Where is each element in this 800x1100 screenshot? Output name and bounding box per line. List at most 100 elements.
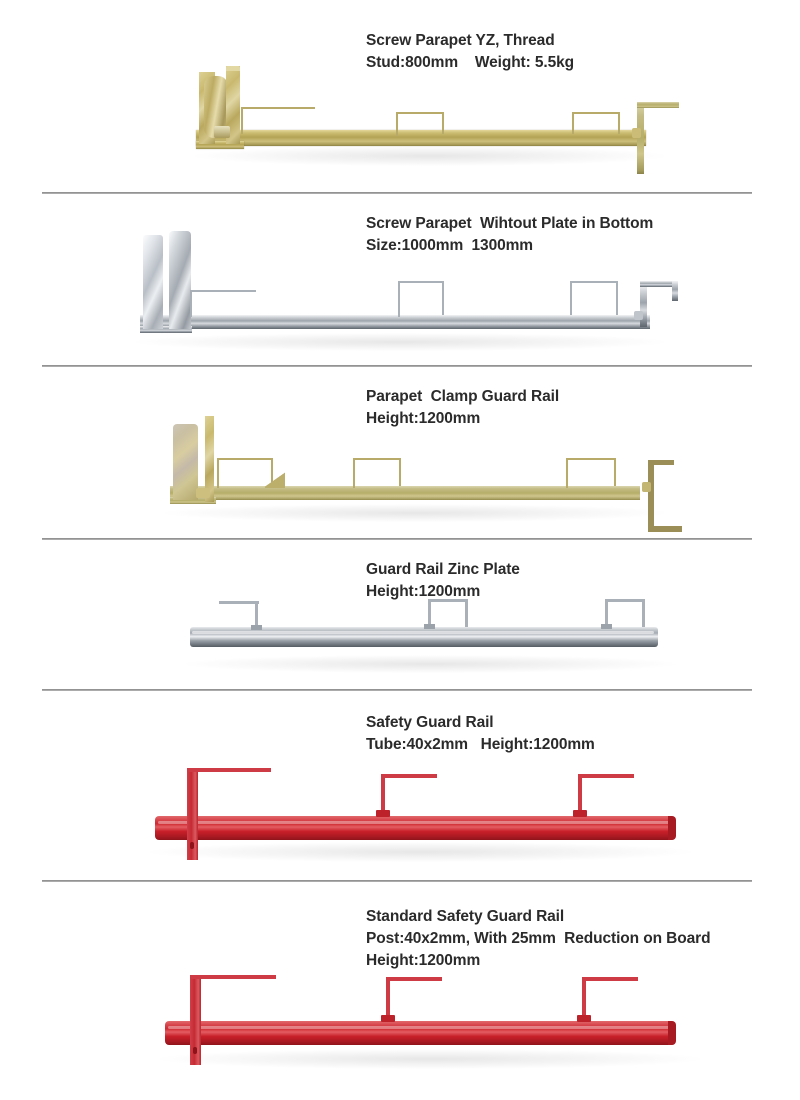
product-spec-line: Tube:40x2mm Height:1200mm [366,736,595,753]
section-divider-1 [42,192,752,194]
section-divider-4 [42,689,752,691]
image-shadow [160,1049,700,1069]
product-card-safety-guard-rail: Safety Guard Rail Tube:40x2mm Height:120… [0,690,800,880]
board-clip-wire-3-left [605,599,608,629]
product-title: Safety Guard Rail [366,714,494,731]
main-rail-tube-highlight [158,821,672,824]
board-clip-wire-3-left [578,774,582,816]
product-image-safety-guard-rail [0,690,800,880]
board-clip-wire-1-horizontal [190,290,256,292]
board-clip-wire-2-top [396,112,444,114]
board-clip-wire-2-top [353,458,401,460]
product-image-guard-rail-zinc-plate [0,539,800,689]
section-divider-2 [42,365,752,367]
product-card-screw-parapet-without-plate: Screw Parapet Wihtout Plate in Bottom Si… [0,193,800,365]
image-shadow [195,146,665,166]
product-spec-line: Size:1000mm 1300mm [366,237,533,254]
board-clip-wire-3-top [578,774,634,778]
end-post-top-arm [637,102,679,108]
board-clip-wire-3-right [614,458,616,486]
image-shadow [150,842,690,862]
bottom-foot-plate [140,326,192,333]
clamp-inner-jaw-plate [169,231,191,329]
end-post-joint-bolt [632,128,641,138]
clamp-base-bolt [196,488,210,498]
product-card-parapet-clamp-guard-rail: Parapet Clamp Guard Rail Height:1200mm [0,366,800,538]
board-clip-wire-1-vertical [241,108,243,134]
product-caption: Screw Parapet YZ, Thread Stud:800mm Weig… [366,30,574,74]
end-post-top-arm [190,975,276,979]
main-rail-tube [155,816,675,840]
board-clip-2-foot [376,810,390,817]
board-clip-3-foot [601,624,612,629]
board-clip-wire-3-right [618,112,620,134]
board-clip-wire-3-left [572,112,574,134]
end-post-hook-tip [672,281,678,301]
board-clip-wire-3-left [570,281,572,315]
clamp-outer-jaw-plate [143,235,163,329]
product-spec-line: Stud:800mm Weight: 5.5kg [366,54,575,71]
board-clip-wire-3-left [582,977,586,1021]
end-post-bolt-hole [190,842,194,849]
board-clip-wire-2-top [386,977,442,981]
main-rail-bar [170,486,640,500]
clamp-front-jaw-plate [205,416,214,502]
product-title: Screw Parapet Wihtout Plate in Bottom [366,215,654,232]
end-post-joint-bolt [634,311,643,320]
board-clip-wire-3-top [570,281,618,283]
end-post-top-arm [187,768,271,772]
board-clip-wire-2-top [398,281,444,283]
board-clip-wire-3-top [566,458,616,460]
product-title: Parapet Clamp Guard Rail [366,388,560,405]
product-spec-line: Height:1200mm [366,583,481,600]
bottom-foot-plate [196,141,244,149]
product-spec-line: Post:40x2mm, With 25mm Reduction on Boar… [366,930,711,947]
board-clip-wire-1-left [217,458,219,488]
image-shadow [185,655,675,673]
board-clip-wire-2-left [398,281,400,317]
board-clip-wire-2-right [442,112,444,134]
end-post-vertical-main [190,975,201,1065]
product-caption: Safety Guard Rail Tube:40x2mm Height:120… [366,712,595,756]
clamp-base-bolt [214,126,230,138]
product-caption: Screw Parapet Wihtout Plate in Bottom Si… [366,213,653,257]
product-caption: Guard Rail Zinc Plate Height:1200mm [366,559,520,603]
product-spec-line-2: Height:1200mm [366,952,481,969]
board-clip-wire-2-left [353,458,355,488]
product-image-standard-safety-guard-rail [0,881,800,1100]
product-title: Screw Parapet YZ, Thread [366,32,555,49]
product-caption: Parapet Clamp Guard Rail Height:1200mm [366,386,559,430]
board-clip-wire-3-left [566,458,568,488]
product-title: Standard Safety Guard Rail [366,908,565,925]
board-clip-wire-2-left [428,599,431,629]
board-clip-wire-3-right [616,281,618,315]
end-post-joint-bolt [642,482,651,492]
end-post-vertical [187,768,198,860]
board-clip-wire-3-top [605,599,645,602]
end-post-top-arm [640,281,678,287]
section-divider-5 [42,880,752,882]
board-clip-wire-2-top [381,774,437,778]
end-post-top-arm [648,460,674,465]
main-rail-bar [196,130,646,146]
board-clip-wire-2-left [386,977,390,1021]
board-clip-wire-1-vertical [255,601,258,629]
product-spec-line: Height:1200mm [366,410,481,427]
product-card-standard-safety-guard-rail: Standard Safety Guard Rail Post:40x2mm, … [0,881,800,1100]
end-post-vertical [640,285,647,327]
product-caption: Standard Safety Guard Rail Post:40x2mm, … [366,906,711,972]
bottom-foot-plate [170,497,216,504]
board-clip-wire-2-right [465,599,468,627]
main-rail-tube [165,1021,675,1045]
board-clip-wire-3-right [642,599,645,627]
board-clip-wire-2-left [381,774,385,816]
board-clip-wire-3-top [572,112,620,114]
main-rail-tube [190,627,658,647]
end-post-bottom-arm [648,526,682,532]
board-clip-wire-2-top [428,599,468,602]
clamp-front-jaw-plate [226,66,240,144]
end-post-vertical [648,460,654,532]
board-clip-gusset [265,472,285,488]
board-clip-wire-1-horizontal [241,107,315,109]
